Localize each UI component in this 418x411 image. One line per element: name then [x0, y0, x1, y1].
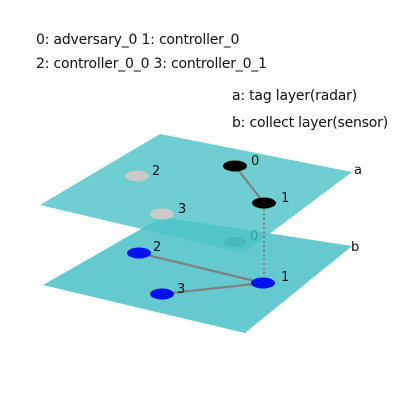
- bottom-node-1-label: 1: [281, 270, 289, 285]
- collect-layer-plane: [43, 217, 352, 333]
- tag-layer-plane: [40, 134, 352, 253]
- top-node-2-label: 2: [152, 164, 160, 179]
- top-node-1-label: 1: [281, 191, 289, 206]
- layer-a-label: a: [354, 163, 362, 178]
- bottom-node-2: [127, 247, 151, 259]
- top-node-1: [252, 197, 276, 209]
- top-node-3-label: 3: [178, 202, 186, 217]
- layer-b-label: b: [351, 240, 359, 255]
- bottom-node-0-label: 0: [250, 229, 258, 244]
- bottom-node-3: [150, 288, 174, 300]
- bottom-node-1: [251, 277, 275, 289]
- bottom-edge-3-1: [161, 281, 264, 296]
- top-node-0-label: 0: [251, 154, 259, 169]
- top-node-0: [223, 160, 247, 172]
- bottom-edge-2-1: [138, 251, 264, 285]
- legend-agents-line-2: 2: controller_0_0 3: controller_0_1: [36, 56, 267, 72]
- top-node-3: [150, 208, 174, 220]
- bottom-node-3-label: 3: [177, 282, 185, 297]
- legend-layer-a: a: tag layer(radar): [232, 88, 357, 104]
- top-node-2: [125, 170, 149, 182]
- legend-layer-b: b: collect layer(sensor): [232, 115, 388, 131]
- legend-agents-line-1: 0: adversary_0 1: controller_0: [36, 32, 240, 48]
- top-edge-0-1: [234, 165, 265, 204]
- bottom-node-2-label: 2: [153, 240, 161, 255]
